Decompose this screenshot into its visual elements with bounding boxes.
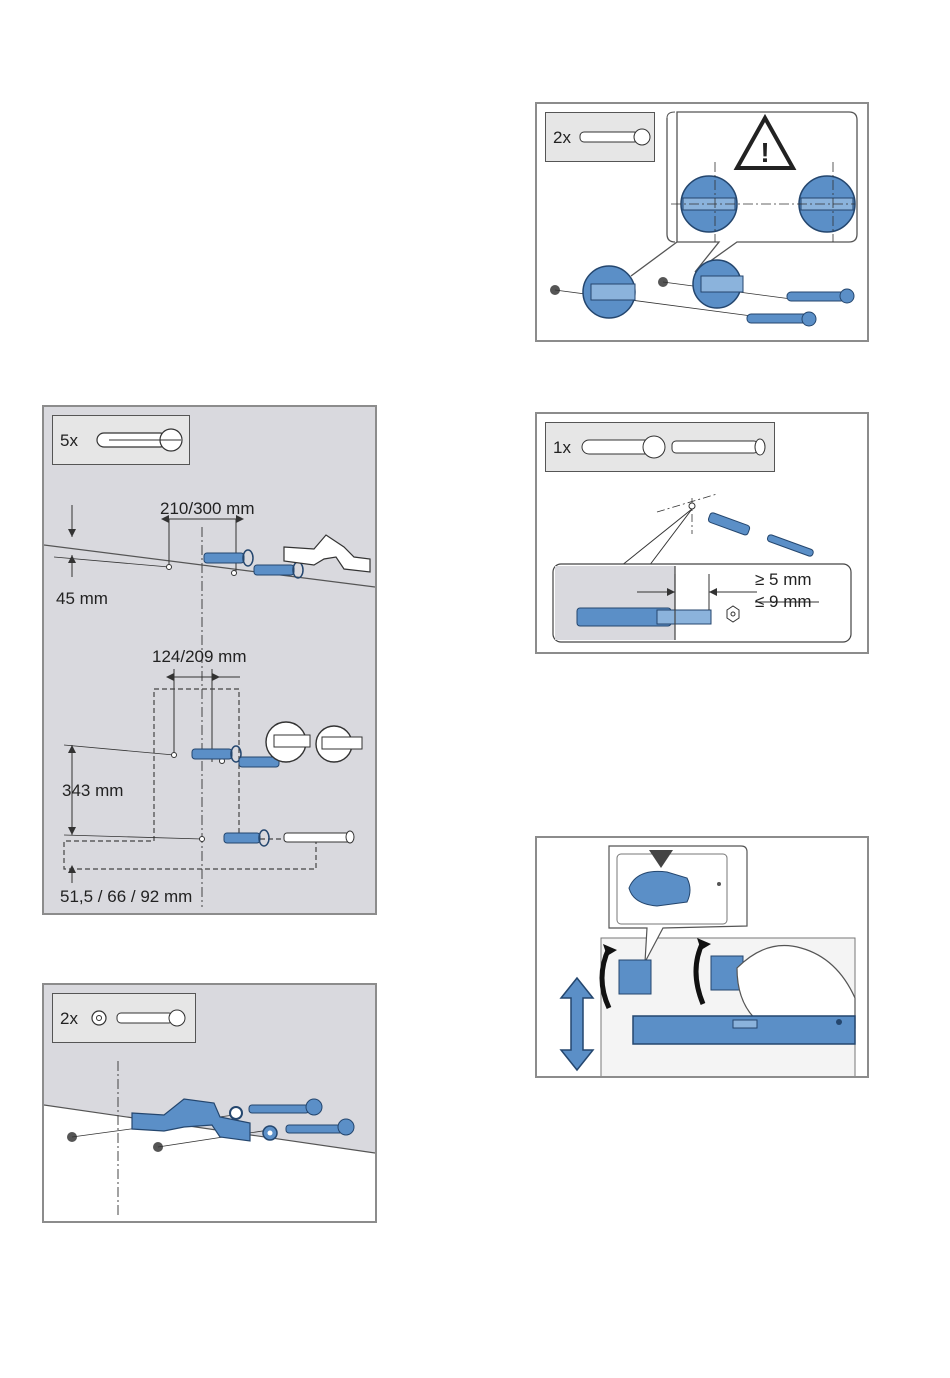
quantity-label: 1x <box>553 438 571 458</box>
panel-bracket-mounting: 2x <box>42 983 377 1223</box>
level-adjustment-drawing <box>537 838 869 1078</box>
quantity-label: 2x <box>553 128 571 148</box>
quantity-label: 2x <box>60 1009 78 1029</box>
screw-icon <box>578 123 652 153</box>
washer-and-screw-icon <box>89 1004 189 1034</box>
plug-and-rod-icon <box>578 433 774 463</box>
dimension-spacing-top: 210/300 mm <box>160 499 255 519</box>
dimension-height-mid: 343 mm <box>62 781 123 801</box>
dimension-height-top: 45 mm <box>56 589 108 609</box>
quantity-box: 5x <box>52 415 190 465</box>
dimension-max: ≤ 9 mm <box>755 592 812 612</box>
warning-icon: ! <box>760 137 769 168</box>
dimension-spacing-mid: 124/209 mm <box>152 647 247 667</box>
quantity-box: 1x <box>545 422 775 472</box>
quantity-box: 2x <box>545 112 655 162</box>
wall-plug-icon <box>95 426 185 456</box>
quantity-label: 5x <box>60 431 78 451</box>
panel-foot-screws: ! 2x <box>535 102 869 342</box>
dimension-min: ≥ 5 mm <box>755 570 812 590</box>
panel-wall-plug-positions: 5x 210/300 mm 45 mm 124/209 mm 343 mm 51… <box>42 405 377 915</box>
quantity-box: 2x <box>52 993 196 1043</box>
panel-level-adjustment <box>535 836 869 1078</box>
panel-plug-depth: 1x ≥ 5 mm ≤ 9 mm <box>535 412 869 654</box>
dimension-bottom-offset: 51,5 / 66 / 92 mm <box>60 887 192 907</box>
